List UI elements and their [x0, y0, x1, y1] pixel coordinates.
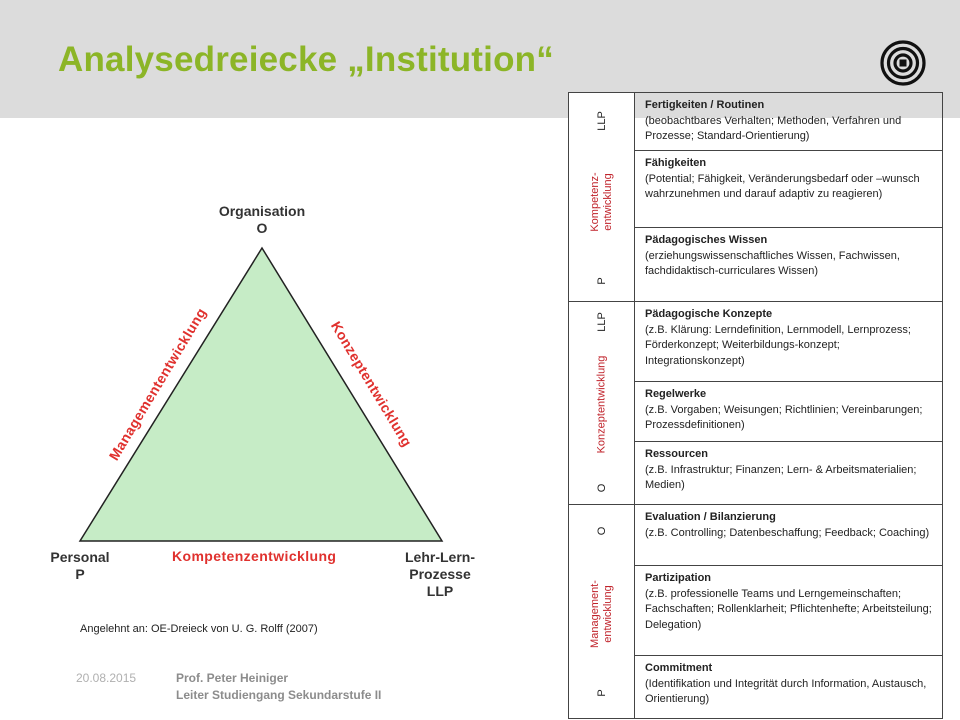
row-heading: Evaluation / Bilanzierung — [645, 511, 776, 523]
table-row: Commitment (Identifikation und Integritä… — [569, 655, 943, 719]
group-competence-to: LLP — [595, 111, 608, 131]
list-item: Pädagogische Konzepte (z.B. Klärung: Ler… — [634, 301, 943, 382]
vertex-llp-abbr: LLP — [426, 583, 454, 599]
footer-author: Prof. Peter Heiniger Leiter Studiengang … — [176, 670, 381, 704]
vertex-personal: Personal P — [32, 549, 128, 583]
vertex-organisation-name: Organisation — [218, 203, 306, 219]
group-label-management: O Management- entwicklung P — [568, 504, 635, 719]
row-heading: Fähigkeiten — [645, 157, 707, 169]
list-item: Ressourcen (z.B. Infrastruktur; Finanzen… — [634, 441, 943, 505]
footer-author-name: Prof. Peter Heiniger — [176, 671, 289, 685]
analysis-triangle — [78, 246, 444, 542]
group-management-label: Management- entwicklung — [589, 580, 615, 648]
group-concept-to: LLP — [595, 312, 608, 332]
triangle-shape — [78, 246, 444, 542]
row-heading: Partizipation — [645, 572, 712, 584]
matrix-table: LLP Kompetenz- entwicklung P Fertigkeite… — [568, 92, 943, 719]
row-heading: Ressourcen — [645, 448, 708, 460]
group-competence-from: P — [595, 277, 608, 285]
group-competence-label-line1: Kompetenz- — [588, 172, 601, 232]
row-detail: (beobachtbares Verhalten; Methoden, Verf… — [645, 114, 902, 143]
list-item: Fertigkeiten / Routinen (beobachtbares V… — [634, 92, 943, 151]
vertex-llp-line1: Lehr-Lern- — [405, 549, 475, 565]
row-detail: (Identifikation und Integrität durch Inf… — [645, 677, 927, 706]
group-label-concept: LLP Konzeptentwicklung O — [568, 301, 635, 505]
vertex-organisation: Organisation O — [200, 203, 324, 237]
list-item: Evaluation / Bilanzierung (z.B. Controll… — [634, 504, 943, 566]
group-management-to: O — [595, 526, 608, 536]
table-row: Pädagogisches Wissen (erziehungswissensc… — [569, 227, 943, 302]
list-item: Commitment (Identifikation und Integritä… — [634, 655, 943, 719]
page-title: Analysedreiecke „Institution“ — [58, 40, 554, 79]
group-label-competence: LLP Kompetenz- entwicklung P — [568, 92, 635, 302]
vertex-personal-name: Personal — [50, 549, 110, 565]
table-row: Partizipation (z.B. professionelle Teams… — [569, 565, 943, 656]
row-detail: (z.B. professionelle Teams und Lerngemei… — [645, 587, 932, 631]
list-item: Fähigkeiten (Potential; Fähigkeit, Verän… — [634, 150, 943, 228]
row-detail: (z.B. Infrastruktur; Finanzen; Lern- & A… — [645, 463, 917, 492]
group-concept-from: O — [595, 483, 608, 493]
table-row: Fähigkeiten (Potential; Fähigkeit, Verän… — [569, 150, 943, 228]
row-detail: (z.B. Klärung: Lerndefinition, Lernmodel… — [645, 323, 911, 367]
table-row: O Management- entwicklung P Evaluation /… — [568, 504, 943, 719]
row-detail: (erziehungswissenschaftliches Wissen, Fa… — [645, 249, 900, 278]
list-item: Pädagogisches Wissen (erziehungswissensc… — [634, 227, 943, 302]
group-concept-label-line1: Konzeptentwicklung — [595, 355, 607, 454]
list-item: Partizipation (z.B. professionelle Teams… — [634, 565, 943, 656]
group-management-label-line2: entwicklung — [601, 585, 614, 643]
vertex-personal-abbr: P — [75, 566, 85, 582]
row-heading: Pädagogisches Wissen — [645, 234, 768, 246]
group-management-from: P — [595, 689, 608, 697]
list-item: Regelwerke (z.B. Vorgaben; Weisungen; Ri… — [634, 381, 943, 442]
row-heading: Regelwerke — [645, 388, 707, 400]
group-concept-label: Konzeptentwicklung — [595, 356, 608, 454]
row-detail: (z.B. Vorgaben; Weisungen; Richtlinien; … — [645, 403, 923, 432]
group-competence-label-line2: entwicklung — [601, 173, 614, 231]
vertex-llp: Lehr-Lern- Prozesse LLP — [384, 549, 496, 600]
row-detail: (Potential; Fähigkeit, Veränderungsbedar… — [645, 172, 920, 201]
vertex-organisation-abbr: O — [256, 220, 268, 236]
development-matrix: LLP Kompetenz- entwicklung P Fertigkeite… — [568, 92, 943, 720]
table-row: Regelwerke (z.B. Vorgaben; Weisungen; Ri… — [569, 381, 943, 442]
table-row: LLP Kompetenz- entwicklung P Fertigkeite… — [568, 92, 943, 302]
footer-author-role: Leiter Studiengang Sekundarstufe II — [176, 688, 382, 702]
group-competence-label: Kompetenz- entwicklung — [589, 172, 615, 231]
row-heading: Pädagogische Konzepte — [645, 308, 773, 320]
row-heading: Fertigkeiten / Routinen — [645, 99, 765, 111]
table-row: LLP Konzeptentwicklung O Pädagogische Ko… — [568, 301, 943, 505]
group-management-label-line1: Management- — [588, 580, 601, 648]
vertex-llp-line2: Prozesse — [409, 566, 471, 582]
source-note: Angelehnt an: OE-Dreieck von U. G. Rolff… — [80, 623, 318, 635]
footer-date: 20.08.2015 — [76, 671, 137, 685]
edge-label-competence: Kompetenzentwicklung — [172, 548, 337, 564]
row-heading: Commitment — [645, 662, 713, 674]
row-detail: (z.B. Controlling; Datenbeschaffung; Fee… — [645, 526, 930, 539]
concentric-logo-icon — [880, 40, 926, 86]
